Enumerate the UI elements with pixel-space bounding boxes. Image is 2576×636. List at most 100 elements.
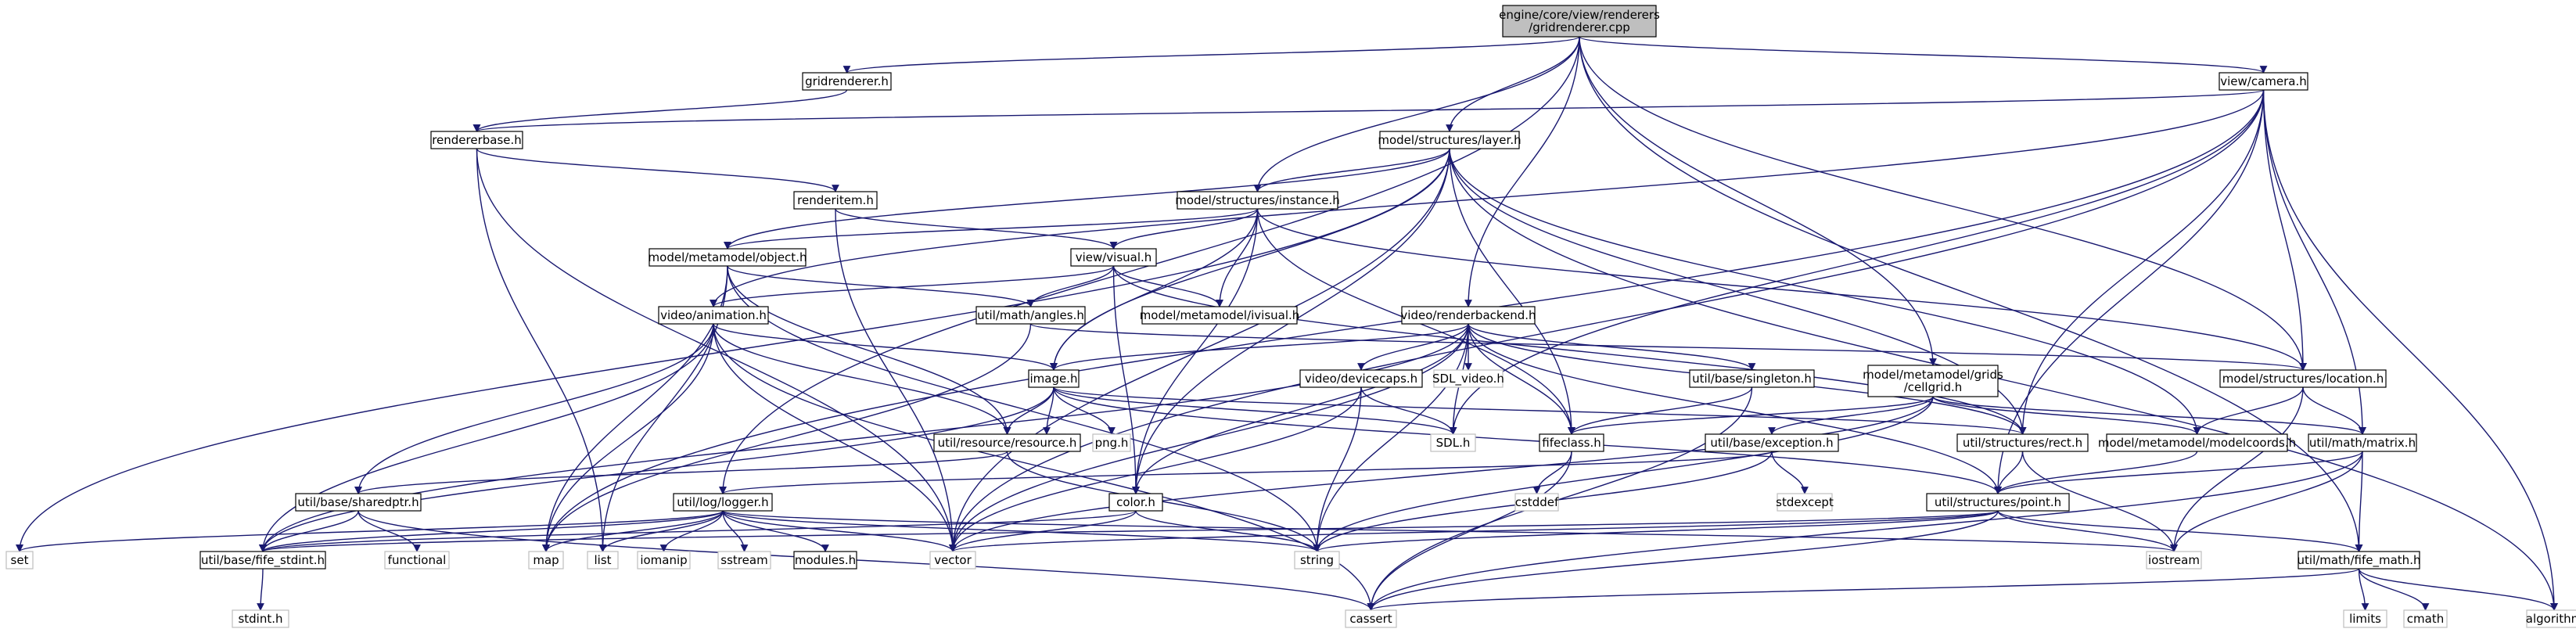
edge-camera_h-to-algorithm — [2262, 89, 2558, 611]
edge-camera_h-to-animation_h — [710, 89, 2265, 307]
node-label: cmath — [2407, 612, 2444, 626]
node-object-h[interactable]: model/metamodel/object.h — [648, 248, 807, 267]
node-box — [587, 551, 619, 570]
edge-color_h-to-vector — [949, 510, 1137, 552]
node-sstream: sstream — [717, 551, 771, 570]
node-exception-h[interactable]: util/base/exception.h — [1705, 433, 1839, 452]
node-rect-h[interactable]: util/structures/rect.h — [1956, 433, 2089, 452]
edge-fife_math_h-to-limits — [2358, 568, 2369, 611]
edge-animation_h-to-sharedptr_h — [354, 323, 714, 494]
node-box — [1514, 493, 1559, 512]
edge-point_h-to-string — [1313, 510, 1999, 552]
node-sharedptr-h[interactable]: util/base/sharedptr.h — [295, 493, 422, 512]
node-box — [430, 131, 523, 149]
node-matrix-h[interactable]: util/math/matrix.h — [2308, 433, 2417, 452]
node-ivisual-h[interactable]: model/metamodel/ivisual.h — [1140, 306, 1300, 325]
node-label: util/resource/resource.h — [938, 436, 1077, 450]
node-root[interactable]: engine/core/view/renderers/gridrenderer.… — [1499, 5, 1660, 38]
node-modelcoords-h[interactable]: model/metamodel/modelcoords.h — [2098, 433, 2296, 452]
node-color-h[interactable]: color.h — [1108, 493, 1163, 512]
edge-renderbackend_h-to-image_h — [1050, 323, 1469, 371]
edge-visual_h-to-ivisual_h — [1112, 265, 1223, 307]
node-layer-h[interactable]: model/structures/layer.h — [1378, 131, 1522, 149]
node-modules-h[interactable]: modules.h — [793, 551, 857, 570]
node-singleton-h[interactable]: util/base/singleton.h — [1689, 369, 1815, 388]
node-label: video/animation.h — [660, 308, 767, 322]
node-label: cstddef — [1515, 495, 1559, 509]
node-label: string — [1300, 553, 1334, 567]
edge-instance_h-to-location_h — [1256, 208, 2307, 371]
node-label: util/math/angles.h — [977, 308, 1084, 322]
node-location-h[interactable]: model/structures/location.h — [2219, 369, 2387, 388]
edge-cellgrid_h-to-vector — [949, 396, 1934, 552]
edge-root-to-gridrenderer_h — [843, 36, 1580, 74]
node-label: util/base/singleton.h — [1692, 372, 1812, 386]
edge-root-to-location_h — [1579, 36, 2307, 371]
node-renderitem-h[interactable]: renderitem.h — [793, 191, 878, 210]
node-label: fifeclass.h — [1542, 436, 1601, 450]
node-label: model/structures/layer.h — [1378, 133, 1521, 147]
edge-gridrenderer_h-to-rendererbase_h — [472, 89, 848, 132]
node-label: limits — [2349, 612, 2381, 626]
node-algorithm: algorithm — [2526, 609, 2576, 628]
node-logger-h[interactable]: util/log/logger.h — [673, 493, 773, 512]
node-box — [528, 551, 564, 570]
node-box — [1070, 248, 1157, 267]
edge-layer_h-to-modelcoords_h — [1449, 148, 2201, 435]
node-box — [1539, 433, 1604, 452]
node-instance-h[interactable]: model/structures/instance.h — [1175, 191, 1340, 210]
edge-exception_h-to-logger_h — [719, 451, 1773, 494]
node-renderbackend-h[interactable]: video/renderbackend.h — [1400, 306, 1536, 325]
node-label: model/structures/location.h — [2222, 372, 2384, 386]
node-box — [1141, 306, 1298, 325]
node-animation-h[interactable]: video/animation.h — [658, 306, 769, 325]
node-fife-math-h[interactable]: util/math/fife_math.h — [2298, 551, 2421, 570]
edge-cellgrid_h-to-matrix_h — [1932, 396, 2366, 435]
edge-image_h-to-point_h — [1053, 386, 2002, 494]
node-angles-h[interactable]: util/math/angles.h — [975, 306, 1086, 325]
node-image-h[interactable]: image.h — [1028, 369, 1080, 388]
node-box — [1092, 433, 1131, 452]
node-label: engine/core/view/renderers — [1499, 8, 1660, 22]
node-label: color.h — [1116, 495, 1155, 509]
edge-animation_h-to-image_h — [713, 323, 1058, 371]
node-box — [1867, 365, 1999, 397]
node-label: iomanip — [640, 553, 687, 567]
node-cellgrid-h[interactable]: model/metamodel/grids/cellgrid.h — [1863, 365, 2003, 397]
node-box — [2526, 609, 2576, 628]
edge-singleton_h-to-cassert — [1367, 386, 1753, 611]
edge-camera_h-to-vector — [949, 89, 2265, 552]
node-devicecaps-h[interactable]: video/devicecaps.h — [1299, 369, 1423, 388]
node-cmath: cmath — [2403, 609, 2448, 628]
edge-image_h-to-png_h — [1053, 386, 1116, 435]
node-resource-h[interactable]: util/resource/resource.h — [933, 433, 1081, 452]
node-box — [295, 493, 422, 512]
node-label: renderitem.h — [797, 193, 874, 207]
edge-renderbackend_h-to-color_h — [1132, 323, 1469, 494]
edge-root-to-renderbackend_h — [1464, 36, 1580, 307]
node-box — [1777, 493, 1833, 512]
node-box — [2403, 609, 2448, 628]
edge-exception_h-to-stdexcept — [1771, 451, 1809, 494]
node-box — [1956, 433, 2089, 452]
edge-logger_h-to-iostream — [722, 510, 2178, 552]
node-label: /cellgrid.h — [1904, 380, 1963, 394]
node-label: util/math/fife_math.h — [2298, 553, 2421, 568]
node-label: model/structures/instance.h — [1175, 193, 1340, 207]
node-point-h[interactable]: util/structures/point.h — [1926, 493, 2070, 512]
edge-root-to-fife_math_h — [1579, 36, 2363, 552]
node-camera-h[interactable]: view/camera.h — [2219, 72, 2308, 91]
node-box — [717, 551, 771, 570]
node-gridrenderer-h[interactable]: gridrenderer.h — [802, 72, 892, 91]
node-fifeclass-h[interactable]: fifeclass.h — [1539, 433, 1604, 452]
edge-animation_h-to-resource_h — [713, 323, 1011, 435]
node-fife-stdint-h[interactable]: util/base/fife_stdint.h — [199, 551, 326, 570]
node-rendererbase-h[interactable]: rendererbase.h — [430, 131, 523, 149]
node-label: sstream — [720, 553, 767, 567]
node-box — [1502, 5, 1657, 38]
edge-camera_h-to-rendererbase_h — [473, 89, 2265, 132]
node-visual-h[interactable]: view/visual.h — [1070, 248, 1157, 267]
edge-instance_h-to-image_h — [1050, 208, 1259, 371]
edge-camera_h-to-rect_h — [2018, 89, 2265, 435]
